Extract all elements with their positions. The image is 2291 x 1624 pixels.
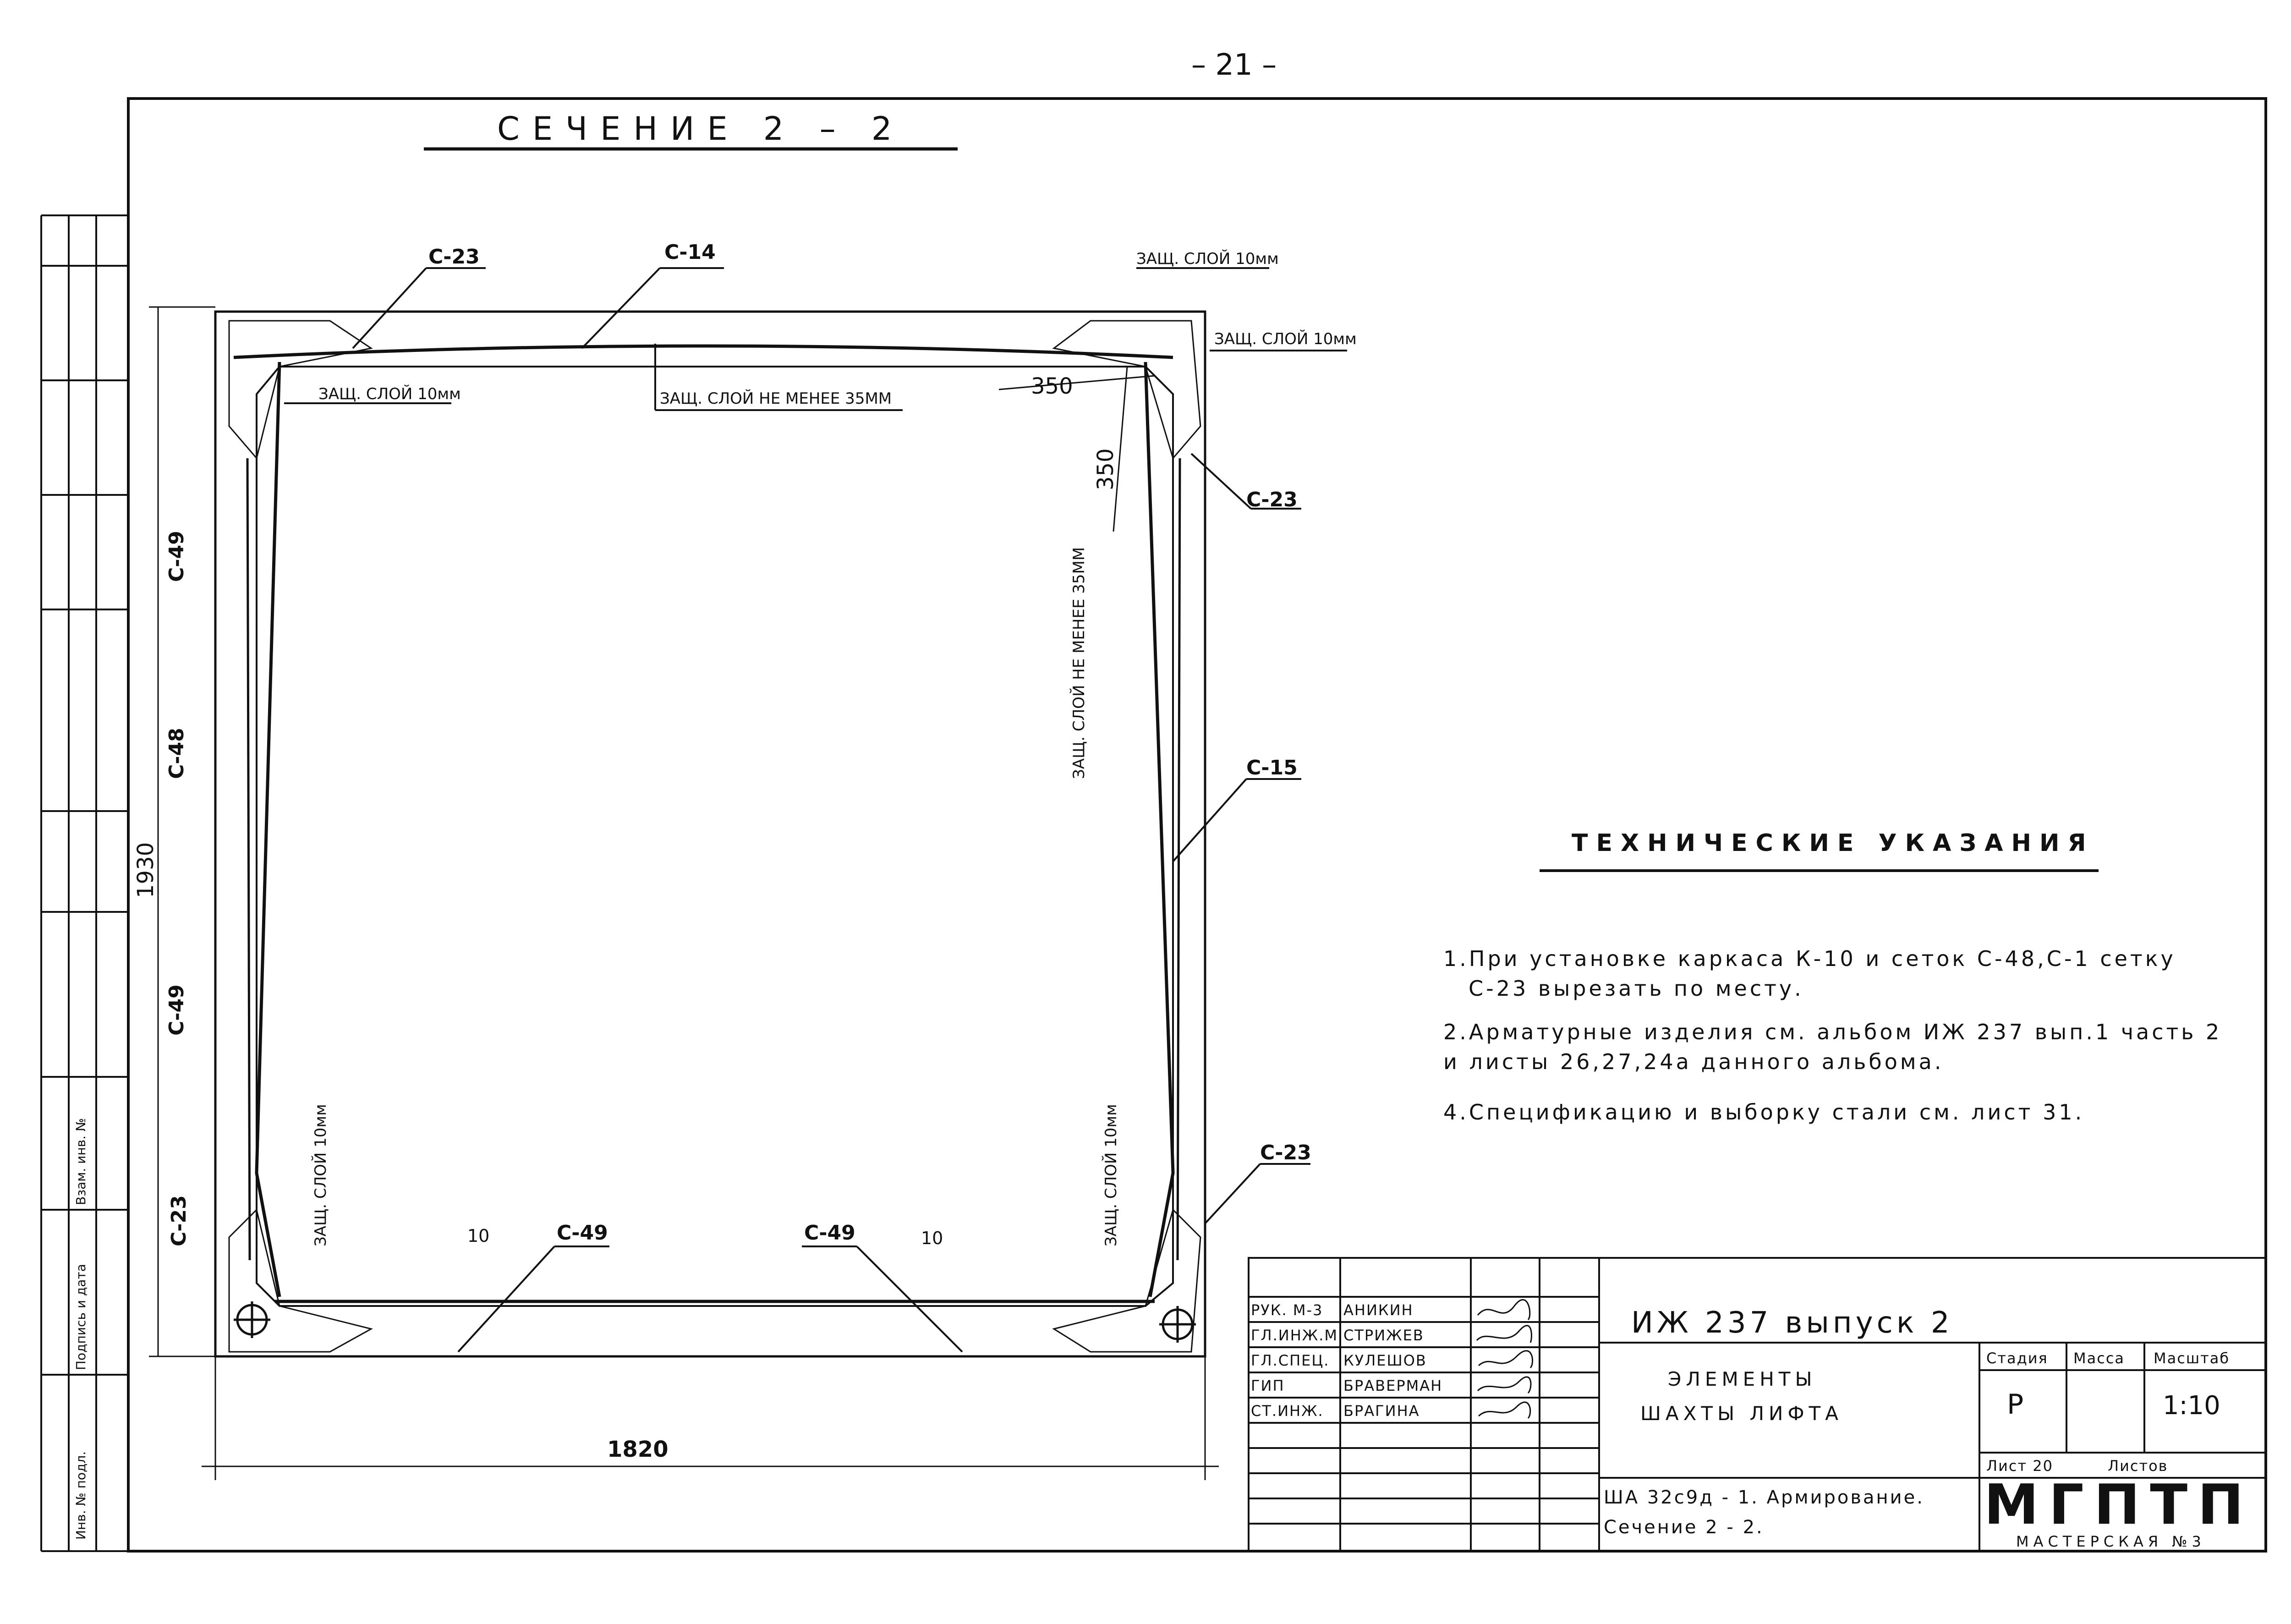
tb-name-3: КУЛЕШОВ: [1343, 1352, 1427, 1369]
annotation-cover-10-bl: ЗАЩ. СЛОЙ 10мм: [312, 1104, 330, 1246]
tech-note-4: 4.Спецификацию и выборку стали см. лист …: [1443, 1100, 2085, 1125]
tb-mass-header: Масса: [2073, 1350, 2125, 1367]
annotation-cover-10-tl: ЗАЩ. СЛОЙ 10мм: [318, 385, 461, 403]
side-stamp-frame: [40, 214, 128, 1552]
tech-notes-title: ТЕХНИЧЕСКИЕ УКАЗАНИЯ: [1572, 829, 2094, 857]
tb-role-4: ГИП: [1251, 1377, 1285, 1394]
tb-role-1: РУК. М-3: [1251, 1301, 1323, 1319]
mark-c48: С-48: [165, 728, 188, 779]
tech-note-1a: 1.При установке каркаса К-10 и сеток С-4…: [1443, 946, 2176, 971]
tb-sheet: Лист 20: [1986, 1457, 2053, 1475]
mark-c23-top-left: С-23: [428, 245, 480, 269]
tb-stage-header: Стадия: [1986, 1350, 2048, 1367]
title-block-frame: [1248, 1257, 2267, 1552]
dimension-350-horizontal: 350: [1031, 373, 1073, 399]
signatures: [1476, 1299, 1534, 1419]
mark-c14: С-14: [664, 241, 716, 264]
tb-role-2: ГЛ.ИНЖ.М.: [1251, 1327, 1344, 1344]
dimension-350-vertical: 350: [1093, 448, 1118, 490]
shaft-outline: [214, 310, 1206, 1358]
tb-title-line2: ШАХТЫ ЛИФТА: [1640, 1402, 1843, 1425]
side-stamp-inventory: Инв. № подл.: [73, 1451, 88, 1540]
mark-c15: С-15: [1246, 756, 1298, 779]
tech-note-2b: и листы 26,27,24а данного альбома.: [1443, 1049, 1944, 1074]
tb-title-line1: ЭЛЕМЕНТЫ: [1668, 1368, 1817, 1390]
annotation-cover-10-tr-top: ЗАЩ. СЛОЙ 10мм: [1136, 250, 1279, 268]
dimension-lines: [149, 306, 1219, 1480]
mark-c49-bottom-right: С-49: [804, 1221, 855, 1245]
org-logo: МГПТП: [1984, 1473, 2254, 1537]
mark-c49-bottom-left: С-49: [557, 1221, 608, 1245]
sheet-frame: [127, 97, 2267, 1553]
tb-stage: Р: [2007, 1388, 2024, 1421]
annotation-cover-10-br: ЗАЩ. СЛОЙ 10мм: [1102, 1104, 1120, 1246]
annotation-cover-35-top: ЗАЩ. СЛОЙ НЕ МЕНЕЕ 35ММ: [660, 390, 892, 408]
tb-sheets: Листов: [2108, 1457, 2168, 1475]
dimension-height: 1930: [133, 842, 159, 898]
mark-c23-bottom-right: С-23: [1260, 1141, 1311, 1164]
tb-name-1: АНИКИН: [1343, 1301, 1414, 1319]
tb-role-3: ГЛ.СПЕЦ.: [1251, 1352, 1330, 1369]
mark-c49-top-left: С-49: [165, 531, 188, 582]
tb-name-4: БРАВЕРМАН: [1343, 1377, 1443, 1394]
leader-lines: [284, 267, 1347, 1353]
dimension-width: 1820: [607, 1437, 669, 1462]
tb-scale: 1:10: [2163, 1391, 2220, 1421]
mark-c23-right: С-23: [1246, 488, 1298, 511]
tb-scale-header: Масштаб: [2154, 1350, 2230, 1367]
tech-note-2a: 2.Арматурные изделия см. альбом ИЖ 237 в…: [1443, 1020, 2222, 1044]
page-number: – 21 –: [1191, 48, 1277, 82]
tb-code-line1: ША 32с9д - 1. Армирование.: [1604, 1487, 1924, 1508]
tb-role-5: СТ.ИНЖ.: [1251, 1402, 1324, 1420]
mark-c49-mid-left: С-49: [165, 984, 188, 1036]
side-stamp-replace-inventory: Взам. инв. №: [73, 1118, 88, 1205]
tb-album: ИЖ 237 выпуск 2: [1631, 1306, 1953, 1340]
section-title: СЕЧЕНИЕ 2 – 2: [497, 110, 905, 148]
tb-name-5: БРАГИНА: [1343, 1402, 1420, 1420]
side-stamp-signature-date: Подпись и дата: [73, 1264, 88, 1370]
org-subtitle: МАСТЕРСКАЯ №3: [2016, 1533, 2206, 1550]
mark-c23-bottom-left: С-23: [167, 1195, 191, 1246]
tech-note-1b: С-23 вырезать по месту.: [1469, 976, 1804, 1001]
dimension-10-right: 10: [921, 1228, 943, 1248]
annotation-cover-35-right: ЗАЩ. СЛОЙ НЕ МЕНЕЕ 35ММ: [1070, 547, 1088, 779]
anchor-holes: [234, 1301, 1196, 1343]
tb-name-2: СТРИЖЕВ: [1343, 1327, 1424, 1344]
tb-code-line2: Сечение 2 - 2.: [1604, 1517, 1764, 1538]
reinforcement: [233, 344, 1181, 1303]
dimension-10-left: 10: [467, 1226, 490, 1246]
annotation-cover-10-tr-side: ЗАЩ. СЛОЙ 10мм: [1214, 330, 1357, 348]
